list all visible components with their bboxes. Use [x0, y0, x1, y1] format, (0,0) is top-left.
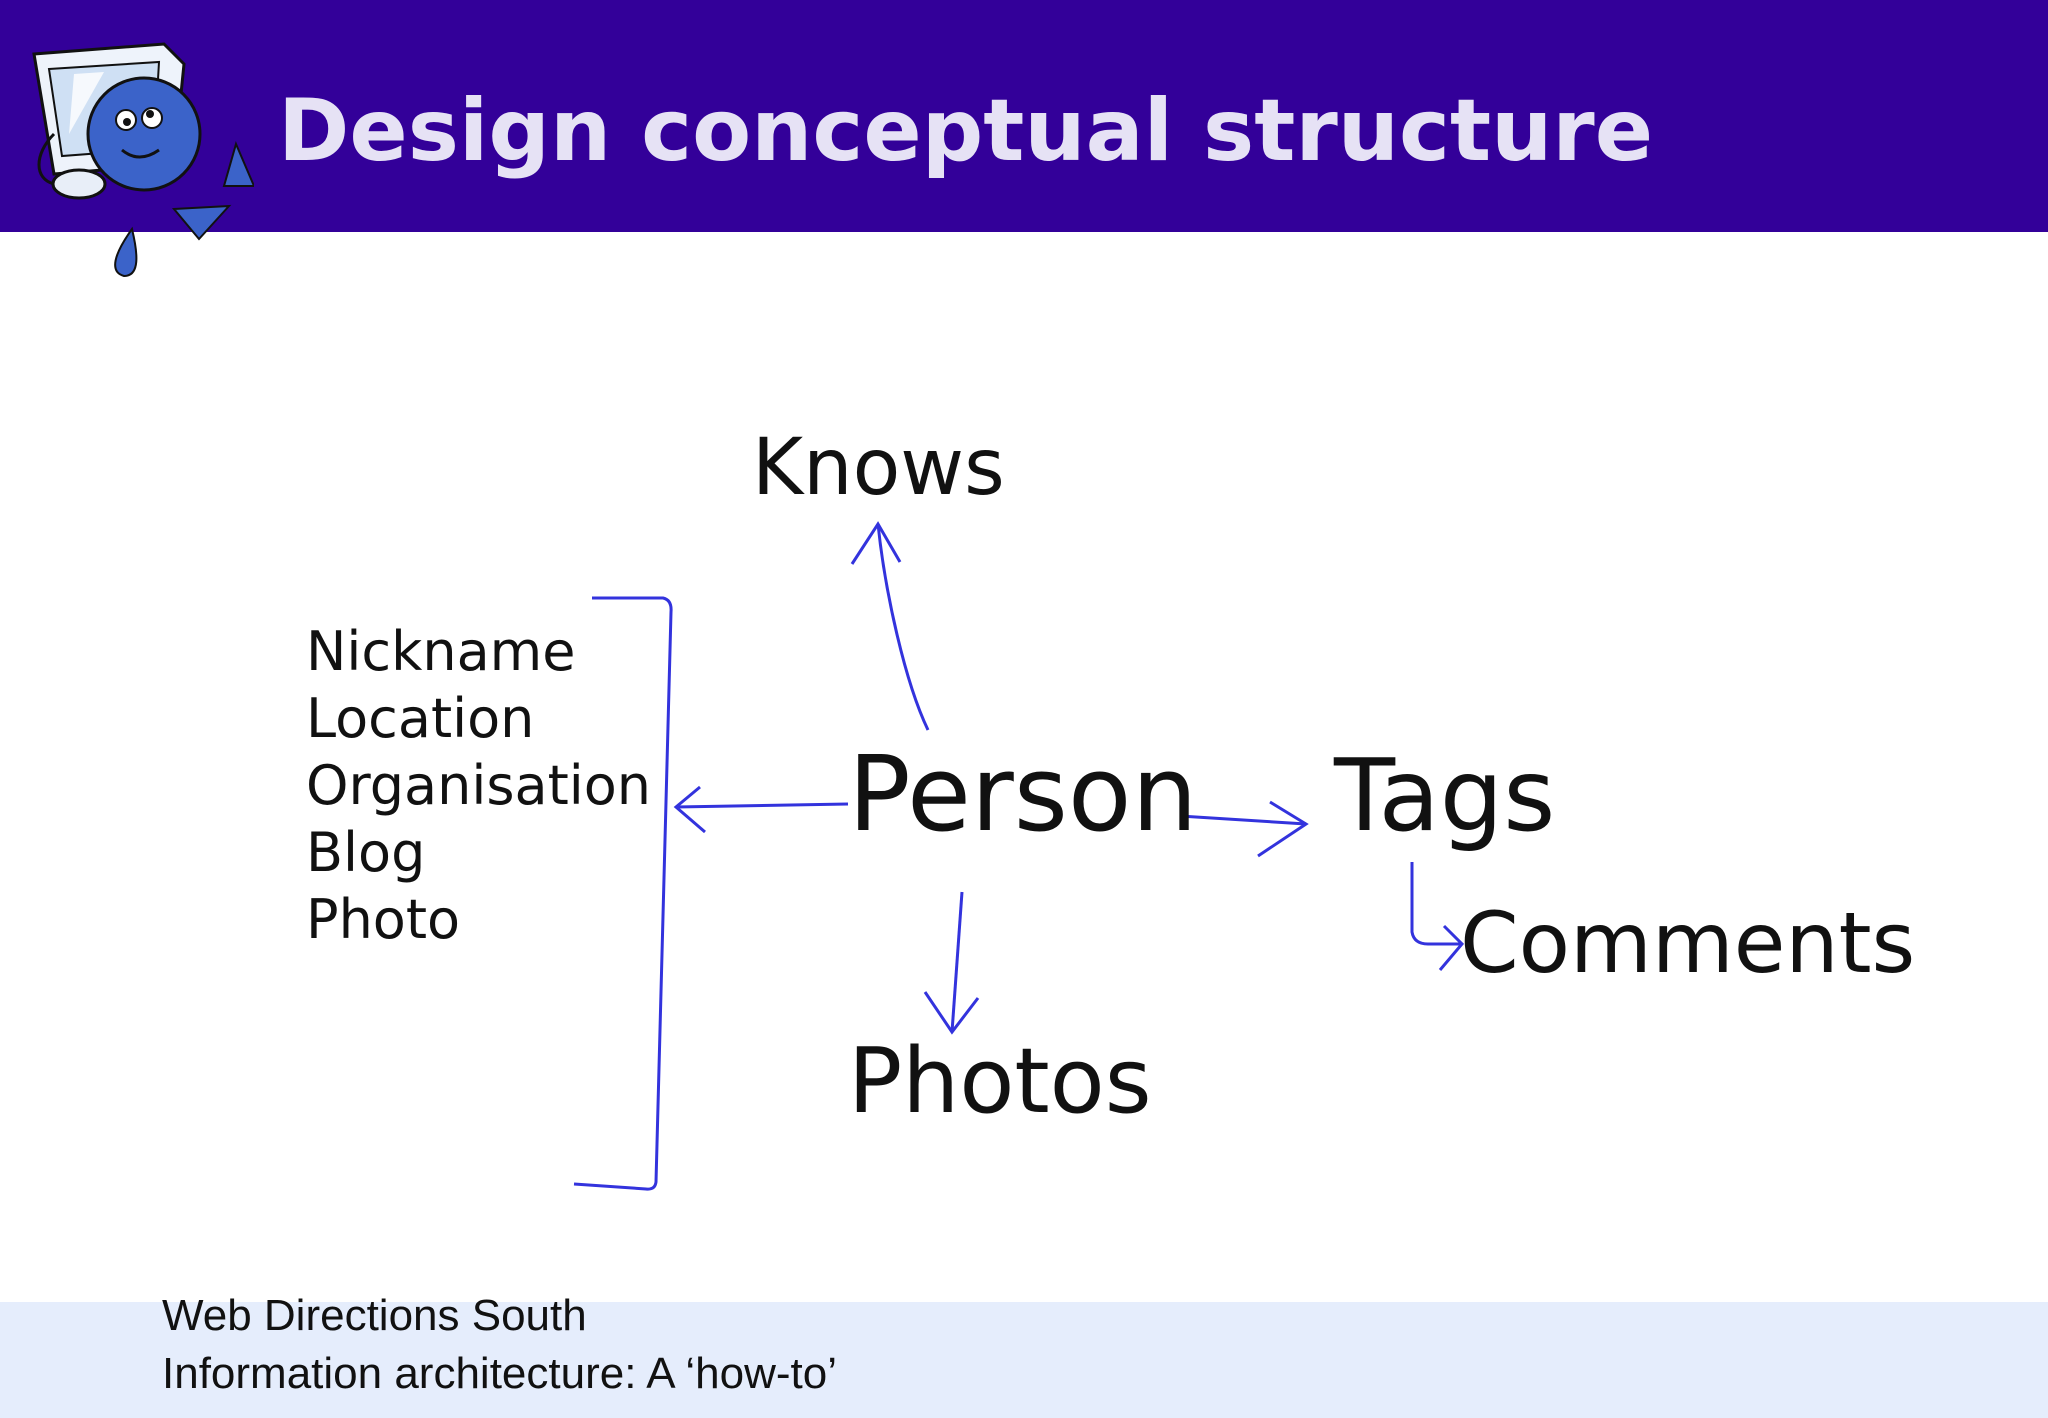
comments-label: Comments	[1460, 894, 1915, 992]
attribute-item: Location	[306, 687, 534, 750]
photos-label: Photos	[848, 1029, 1152, 1134]
arrow-to-photos	[923, 891, 980, 1035]
concept-diagram: Knows Person Tags Comments Photos Nickna…	[306, 423, 1915, 1191]
slide-header	[0, 0, 2048, 232]
arrow-to-comments	[1410, 862, 1465, 971]
arrow-to-knows	[850, 521, 930, 731]
attribute-item: Photo	[306, 888, 460, 951]
slide-title: Design conceptual structure	[278, 81, 1654, 181]
footer-talk-title: Information architecture: A ‘how-to’	[162, 1349, 837, 1398]
knows-label: Knows	[752, 423, 1005, 513]
computer-mascot-icon	[32, 42, 254, 278]
tags-label: Tags	[1333, 737, 1555, 854]
footer-event: Web Directions South	[162, 1291, 587, 1340]
attributes-bracket	[573, 596, 673, 1191]
arrow-to-attributes	[673, 785, 849, 834]
attribute-item: Blog	[306, 821, 425, 884]
attribute-item: Organisation	[306, 754, 651, 817]
attribute-item: Nickname	[306, 620, 576, 683]
person-label: Person	[848, 733, 1197, 855]
arrow-to-tags	[1179, 800, 1309, 858]
slide-footer	[0, 1302, 2048, 1418]
attribute-list: Nickname Location Organisation Blog Phot…	[306, 620, 651, 951]
